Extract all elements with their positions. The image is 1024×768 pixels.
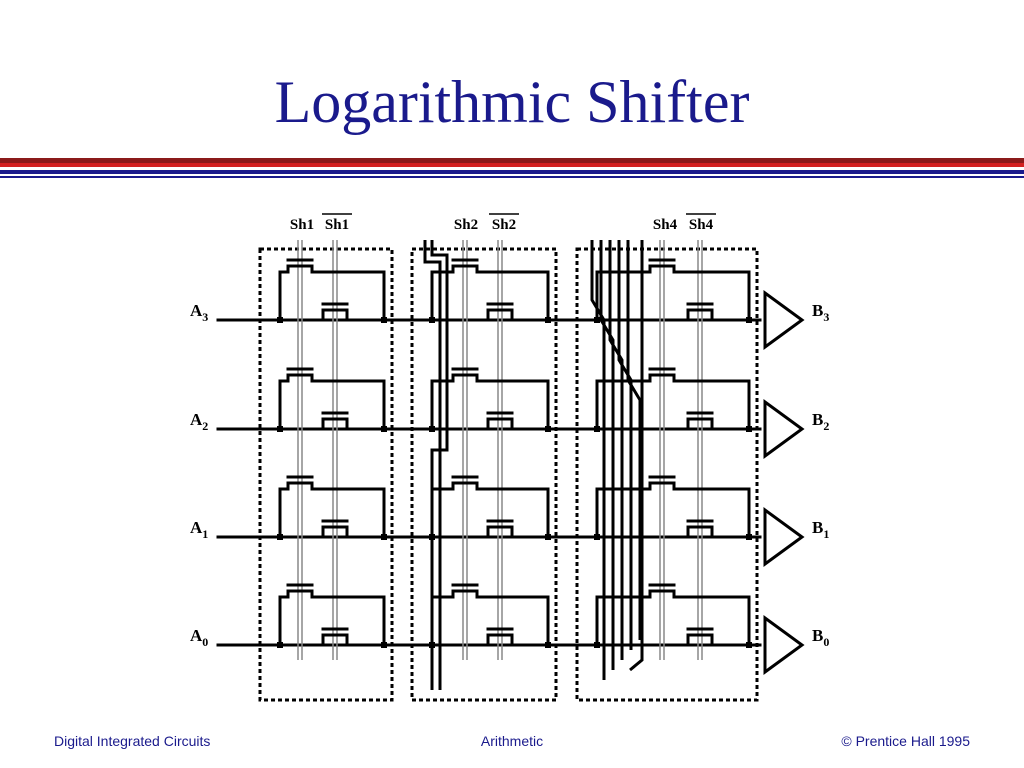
shift-input-path <box>278 379 288 429</box>
junction-dot <box>381 426 387 432</box>
footer-topic: Arithmetic <box>480 733 544 749</box>
control-label-sh2: Sh2 <box>454 217 478 233</box>
junction-dot <box>381 642 387 648</box>
shift-input-path <box>430 270 453 320</box>
control-label-sh4: Sh4 <box>653 217 678 233</box>
stage3-route-5 <box>626 240 642 640</box>
junction-dot <box>746 317 752 323</box>
junction-dot <box>381 534 387 540</box>
junction-dot <box>594 534 600 540</box>
output-subscript: 2 <box>823 419 829 433</box>
junction-dot <box>746 426 752 432</box>
header-rule-blue <box>0 170 1024 174</box>
header-rule-blue-thin <box>0 176 1024 178</box>
stage-block-1 <box>258 247 394 702</box>
junction-dot <box>594 642 600 648</box>
shift-input-path <box>278 270 288 320</box>
control-label-sh1: Sh1 <box>290 217 314 233</box>
output-label-b3: B3 <box>812 301 829 324</box>
input-subscript: 3 <box>202 310 208 324</box>
output-subscript: 3 <box>823 310 829 324</box>
header-rule-dark-red <box>0 158 1024 163</box>
junction-dot <box>545 426 551 432</box>
stage3-route-3 <box>608 240 624 660</box>
shift-output-path <box>312 270 386 320</box>
stage-block-2 <box>410 247 558 702</box>
input-subscript: 2 <box>202 419 208 433</box>
stage2-route-2 <box>430 240 449 690</box>
junction-dot <box>429 426 435 432</box>
shift-input-path <box>278 595 288 645</box>
junction-dot <box>545 317 551 323</box>
shift-output-path <box>674 270 751 320</box>
footer-copyright: © Prentice Hall 1995 <box>841 733 970 749</box>
shift-output-path <box>477 379 550 429</box>
output-label-b0: B0 <box>812 626 829 649</box>
control-label-sh2-bar: Sh2 <box>492 217 516 233</box>
input-label-a1: A1 <box>190 518 208 541</box>
footer-course: Digital Integrated Circuits <box>54 733 211 749</box>
junction-dot <box>381 317 387 323</box>
output-label-b1: B1 <box>812 518 829 541</box>
output-buffer-2 <box>763 399 805 459</box>
header-rule-gap-2 <box>0 174 1024 176</box>
junction-dot <box>429 317 435 323</box>
output-label-b2: B2 <box>812 410 829 433</box>
junction-dot <box>277 426 283 432</box>
output-buffer-0 <box>763 615 805 675</box>
shift-input-path <box>278 487 288 537</box>
shift-output-path <box>312 379 386 429</box>
input-label-a0: A0 <box>190 626 208 649</box>
shift-output-path <box>477 270 550 320</box>
input-label-a3: A3 <box>190 301 208 324</box>
junction-dot <box>594 317 600 323</box>
stage3-route-1 <box>590 240 606 680</box>
shift-output-path <box>477 487 550 537</box>
input-subscript: 1 <box>202 527 208 541</box>
shift-output-path <box>674 379 751 429</box>
shift-output-path <box>312 487 386 537</box>
header-rule-gap <box>0 167 1024 170</box>
stage2-route-1 <box>423 240 442 690</box>
shift-input-path <box>430 487 453 537</box>
junction-dot <box>545 642 551 648</box>
shift-input-path <box>595 270 650 320</box>
shift-output-path <box>312 595 386 645</box>
input-label-a2: A2 <box>190 410 208 433</box>
header-rule-red <box>0 163 1024 167</box>
output-buffer-3 <box>763 290 805 350</box>
stage3-route-4 <box>617 240 633 650</box>
stage3-route-2 <box>599 240 615 670</box>
junction-dot <box>545 534 551 540</box>
shift-output-path <box>674 487 751 537</box>
output-subscript: 1 <box>823 527 829 541</box>
shift-input-path <box>430 595 453 645</box>
shift-output-path <box>477 595 550 645</box>
junction-dot <box>746 534 752 540</box>
junction-dot <box>277 642 283 648</box>
output-subscript: 0 <box>823 635 829 649</box>
output-buffer-1 <box>763 507 805 567</box>
slide-title: Logarithmic Shifter <box>274 69 750 135</box>
control-label-sh4-bar: Sh4 <box>689 217 714 233</box>
junction-dot <box>594 426 600 432</box>
control-label-sh1-bar: Sh1 <box>325 217 349 233</box>
junction-dot <box>277 317 283 323</box>
stage-block-3 <box>575 247 759 702</box>
shift-input-path <box>430 379 453 429</box>
input-subscript: 0 <box>202 635 208 649</box>
stage3-route-6 <box>629 240 644 672</box>
shift-output-path <box>674 595 751 645</box>
junction-dot <box>746 642 752 648</box>
junction-dot <box>277 534 283 540</box>
